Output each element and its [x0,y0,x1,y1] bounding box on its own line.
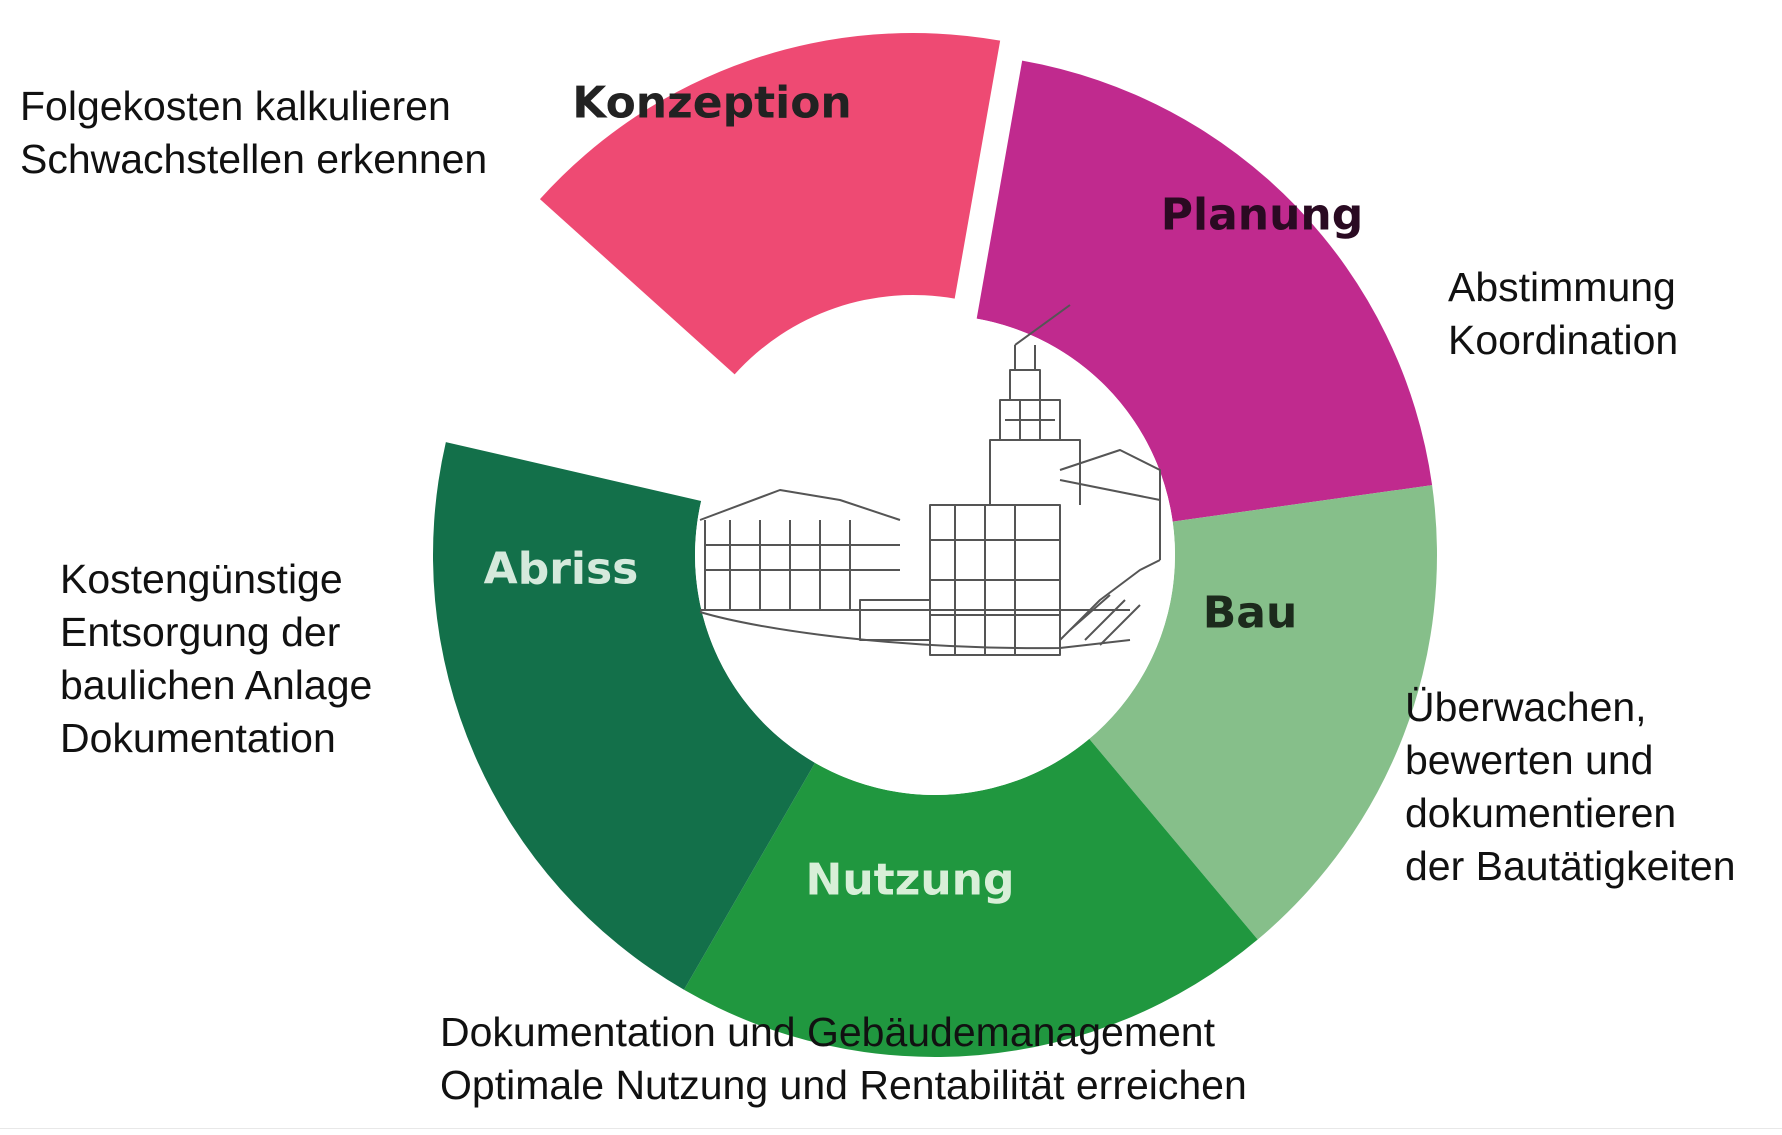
note-abriss-line-4: Dokumentation [60,715,336,761]
note-konzeption-line-2: Schwachstellen erkennen [20,136,488,182]
segment-label-konzeption: Konzeption [572,78,852,129]
note-abriss-line-2: Entsorgung der [60,609,341,655]
note-bau: Überwachen, bewerten und dokumentieren d… [1405,681,1736,893]
note-nutzung-line-1: Dokumentation und Gebäudemanagement [440,1009,1215,1055]
note-bau-line-1: Überwachen, [1405,684,1647,730]
note-planung-line-2: Koordination [1448,317,1679,363]
note-abriss: Kostengünstige Entsorgung der baulichen … [60,553,372,765]
bottom-border [0,1128,1782,1129]
note-konzeption: Folgekosten kalkulieren Schwachstellen e… [20,80,487,186]
ring-segments [433,33,1437,1058]
note-nutzung: Dokumentation und Gebäudemanagement Opti… [440,1006,1247,1112]
segment-abriss [433,442,815,990]
note-bau-line-3: dokumentieren [1405,790,1677,836]
segment-label-bau: Bau [1203,588,1298,639]
center-hole [695,315,1175,795]
note-konzeption-line-1: Folgekosten kalkulieren [20,83,451,129]
note-bau-line-4: der Bautätigkeiten [1405,843,1736,889]
note-planung-line-1: Abstimmung [1448,264,1676,310]
segment-bau [1089,485,1437,940]
note-abriss-line-3: baulichen Anlage [60,662,373,708]
note-nutzung-line-2: Optimale Nutzung und Rentabilität erreic… [440,1062,1247,1108]
note-bau-line-2: bewerten und [1405,737,1654,783]
segment-planung [976,60,1433,522]
note-planung: Abstimmung Koordination [1448,261,1678,367]
segment-konzeption [539,33,1001,375]
note-abriss-line-1: Kostengünstige [60,556,343,602]
segment-label-abriss: Abriss [484,544,639,595]
segment-label-nutzung: Nutzung [806,855,1015,906]
segment-nutzung [684,738,1258,1058]
segment-label-planung: Planung [1161,190,1364,241]
building-sketch-icon [699,304,1161,656]
